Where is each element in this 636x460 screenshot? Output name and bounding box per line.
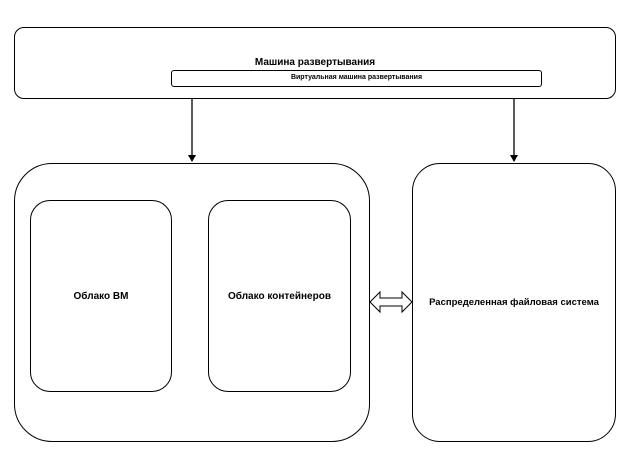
distributed-fs-box (412, 163, 616, 442)
deployment-machine-title: Машина развертывания (254, 57, 376, 68)
virtual-machine-bar (171, 70, 542, 87)
vm-cloud-label: Облако ВМ (73, 291, 129, 302)
distributed-fs-label: Распределенная файловая система (429, 297, 599, 308)
deployment-machine-box (14, 27, 616, 99)
container-cloud-label: Облако контейнеров (228, 291, 331, 302)
container-cloud-box (208, 200, 351, 392)
bidirectional-arrow (369, 290, 413, 314)
virtual-machine-label: Виртуальная машина развертывания (290, 74, 423, 81)
vm-cloud-box (30, 200, 172, 392)
